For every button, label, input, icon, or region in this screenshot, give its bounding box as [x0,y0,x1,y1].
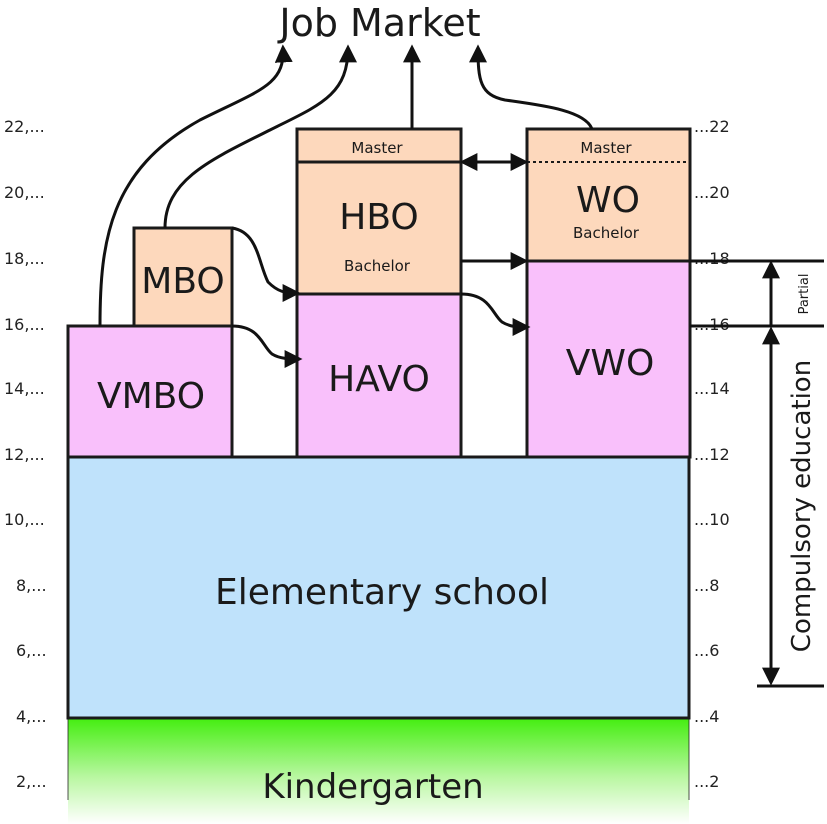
arrow-mbo-hbo [231,226,301,302]
age-tick-right: ...2 [694,772,719,791]
havo-label: HAVO [328,359,430,400]
flow-arrows [98,44,594,368]
hbo-master-label: Master [351,139,403,157]
age-tick-right: ...10 [694,510,730,529]
wo-label: WO [576,180,640,221]
age-tick-right: ...22 [694,117,730,136]
partial-label: Partial [797,274,812,315]
arrow-vmbo-job-market [98,44,293,327]
arrow-wo-job-market [469,44,594,130]
wo-master-label: Master [580,139,632,157]
mbo-label: MBO [141,261,224,302]
age-tick-left: 12,... [4,445,45,464]
job-market-title: Job Market [277,1,480,45]
vmbo-block: VMBO [66,324,234,459]
arrow-mbo-job-market [163,44,357,229]
age-tick-left: 22,... [4,117,45,136]
elementary-school-block: Elementary school [66,455,691,720]
arrow-havo-vwo [460,292,531,336]
age-tick-left: 14,... [4,379,45,398]
age-tick-right: ...18 [694,249,730,268]
compulsory-education-bracket: Partial Compulsory education [690,259,824,688]
age-tick-left: 20,... [4,183,45,202]
hbo-label: HBO [339,197,418,238]
kindergarten-label: Kindergarten [262,767,483,807]
age-tick-left: 4,... [16,707,47,726]
compulsory-education-label: Compulsory education [787,360,817,652]
age-tick-right: ...20 [694,183,730,202]
age-axis-right: ...22 ...20 ...18 ...16 ...14 ...12 ...1… [694,117,730,791]
age-tick-left: 18,... [4,249,45,268]
age-tick-right: ...4 [694,707,719,726]
vwo-block: VWO [525,259,692,459]
elementary-school-label: Elementary school [215,572,549,613]
wo-block: Master WO Bachelor [525,127,692,263]
age-tick-left: 2,... [16,772,47,791]
age-tick-left: 8,... [16,576,47,595]
age-tick-left: 10,... [4,510,45,529]
wo-bachelor-label: Bachelor [573,224,640,242]
kindergarten-block: Kindergarten [67,718,690,824]
age-tick-right: ...8 [694,576,719,595]
age-tick-left: 16,... [4,315,45,334]
vwo-label: VWO [566,343,655,384]
age-tick-right: ...14 [694,379,730,398]
mbo-block: MBO [132,226,234,328]
hbo-block: Master HBO Bachelor [295,127,463,296]
age-axis-left: 22,... 20,... 18,... 16,... 14,... 12,..… [4,117,47,791]
havo-block: HAVO [295,292,463,459]
age-tick-right: ...6 [694,641,719,660]
hbo-bachelor-label: Bachelor [344,257,411,275]
arrow-vmbo-havo [231,324,303,368]
vmbo-label: VMBO [97,376,205,417]
age-tick-left: 6,... [16,641,47,660]
age-tick-right: ...12 [694,445,730,464]
